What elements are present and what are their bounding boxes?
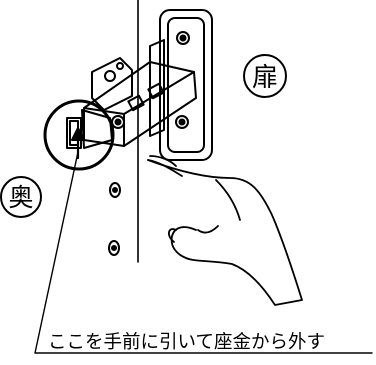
cabinet-screw-holes (108, 182, 121, 256)
svg-text:扉: 扉 (252, 63, 278, 93)
door-label: 扉 (243, 54, 287, 98)
instruction-text: ここを手前に引いて座金から外す (48, 332, 325, 353)
svg-text:奥: 奥 (8, 183, 33, 212)
back-label: 奥 (0, 176, 42, 218)
hinge-arm (83, 61, 197, 147)
hand-illustration (147, 155, 303, 306)
instruction-leader-line (34, 151, 373, 354)
hinge-base-plate (91, 57, 133, 111)
